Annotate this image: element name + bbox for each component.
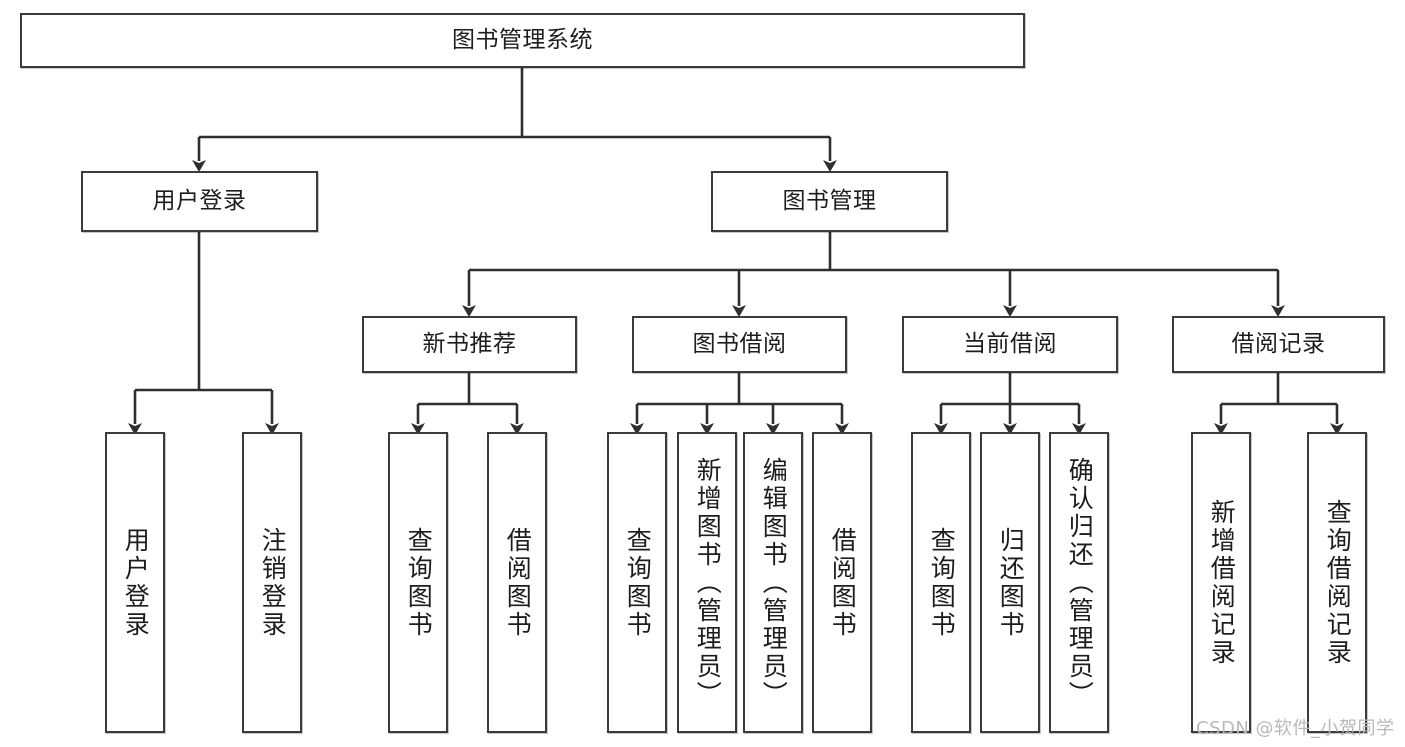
node-leaf-confirm-return-label: 确认归还（管理员）: [1065, 456, 1095, 709]
node-leaf-query-record[interactable]: 查询借阅记录: [1307, 432, 1367, 733]
node-leaf-edit-book[interactable]: 编辑图书（管理员）: [743, 432, 803, 733]
node-leaf-user-login[interactable]: 用户登录: [105, 432, 165, 733]
node-leaf-add-record[interactable]: 新增借阅记录: [1191, 432, 1251, 733]
node-leaf-borrow-book-1[interactable]: 借阅图书: [487, 432, 547, 733]
node-leaf-borrow-book-2[interactable]: 借阅图书: [812, 432, 872, 733]
node-root-label: 图书管理系统: [452, 26, 593, 53]
node-current-borrow[interactable]: 当前借阅: [902, 316, 1118, 373]
node-borrow-record-label: 借阅记录: [1231, 330, 1326, 357]
node-leaf-query-book-3[interactable]: 查询图书: [911, 432, 971, 733]
node-leaf-logout-login-label: 注销登录: [258, 526, 288, 639]
node-borrow-record[interactable]: 借阅记录: [1172, 316, 1385, 373]
node-leaf-borrow-book-1-label: 借阅图书: [503, 526, 533, 639]
node-leaf-add-record-label: 新增借阅记录: [1207, 498, 1237, 667]
node-leaf-query-record-label: 查询借阅记录: [1323, 498, 1353, 667]
node-user-login-label: 用户登录: [152, 187, 247, 214]
node-new-book-recommend[interactable]: 新书推荐: [362, 316, 577, 373]
node-leaf-query-book-2[interactable]: 查询图书: [607, 432, 667, 733]
csdn-watermark: CSDN @软件_小贺同学: [1196, 718, 1395, 739]
node-leaf-logout-login[interactable]: 注销登录: [242, 432, 302, 733]
node-leaf-query-book-1-label: 查询图书: [404, 526, 434, 639]
node-leaf-return-book-label: 归还图书: [996, 526, 1026, 639]
node-leaf-user-login-label: 用户登录: [121, 526, 151, 639]
node-leaf-query-book-2-label: 查询图书: [623, 526, 653, 639]
node-book-management[interactable]: 图书管理: [711, 171, 948, 232]
node-leaf-query-book-1[interactable]: 查询图书: [388, 432, 448, 733]
node-book-management-label: 图书管理: [782, 187, 877, 214]
node-leaf-add-book-label: 新增图书（管理员）: [693, 456, 723, 709]
node-book-borrow-label: 图书借阅: [692, 330, 787, 357]
node-leaf-borrow-book-2-label: 借阅图书: [828, 526, 858, 639]
node-leaf-edit-book-label: 编辑图书（管理员）: [759, 456, 789, 709]
node-book-borrow[interactable]: 图书借阅: [632, 316, 847, 373]
node-leaf-query-book-3-label: 查询图书: [927, 526, 957, 639]
node-leaf-return-book[interactable]: 归还图书: [980, 432, 1040, 733]
node-current-borrow-label: 当前借阅: [963, 330, 1057, 357]
node-new-book-recommend-label: 新书推荐: [422, 330, 517, 357]
node-leaf-confirm-return[interactable]: 确认归还（管理员）: [1049, 432, 1109, 733]
node-user-login[interactable]: 用户登录: [81, 171, 318, 232]
node-root[interactable]: 图书管理系统: [20, 13, 1025, 68]
node-leaf-add-book[interactable]: 新增图书（管理员）: [677, 432, 737, 733]
